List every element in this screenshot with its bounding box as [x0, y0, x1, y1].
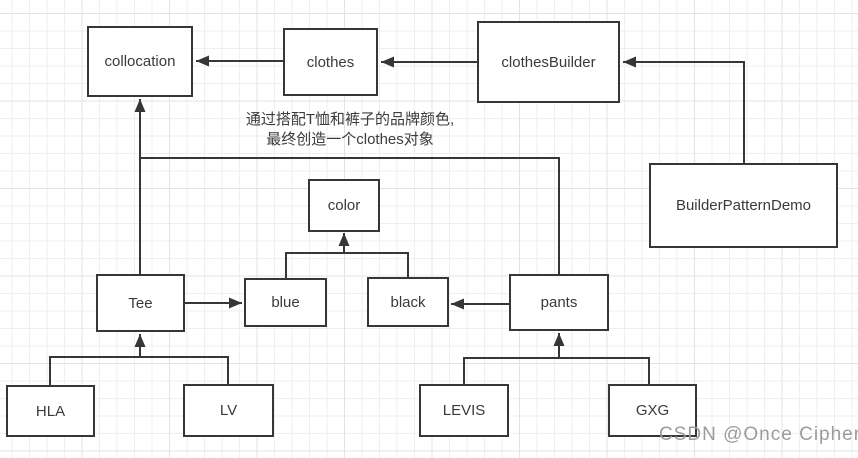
- node-gxg: GXG: [608, 384, 697, 437]
- node-builder-pattern-demo: BuilderPatternDemo: [649, 163, 838, 248]
- node-lv: LV: [183, 384, 274, 437]
- node-collocation: collocation: [87, 26, 193, 97]
- annotation-line-2: 最终创造一个clothes对象: [266, 131, 434, 148]
- node-hla: HLA: [6, 385, 95, 437]
- node-tee: Tee: [96, 274, 185, 332]
- node-color: color: [308, 179, 380, 232]
- edge-levis-gxg-branch: [463, 357, 650, 384]
- node-levis: LEVIS: [419, 384, 509, 437]
- watermark-text: CSDN @Once Cipher: [659, 424, 858, 445]
- edge-hla-lv-branch: [49, 356, 229, 385]
- edge-blue-black-branch: [285, 252, 409, 278]
- node-black: black: [367, 277, 449, 327]
- node-clothes-builder: clothesBuilder: [477, 21, 620, 103]
- node-pants: pants: [509, 274, 609, 331]
- node-blue: blue: [244, 278, 327, 327]
- diagram-annotation: 通过搭配T恤和裤子的品牌颜色, 最终创造一个clothes对象: [170, 110, 530, 150]
- annotation-line-1: 通过搭配T恤和裤子的品牌颜色,: [245, 111, 455, 128]
- node-clothes: clothes: [283, 28, 378, 96]
- edge-demo-to-clothesbuilder: [623, 56, 745, 163]
